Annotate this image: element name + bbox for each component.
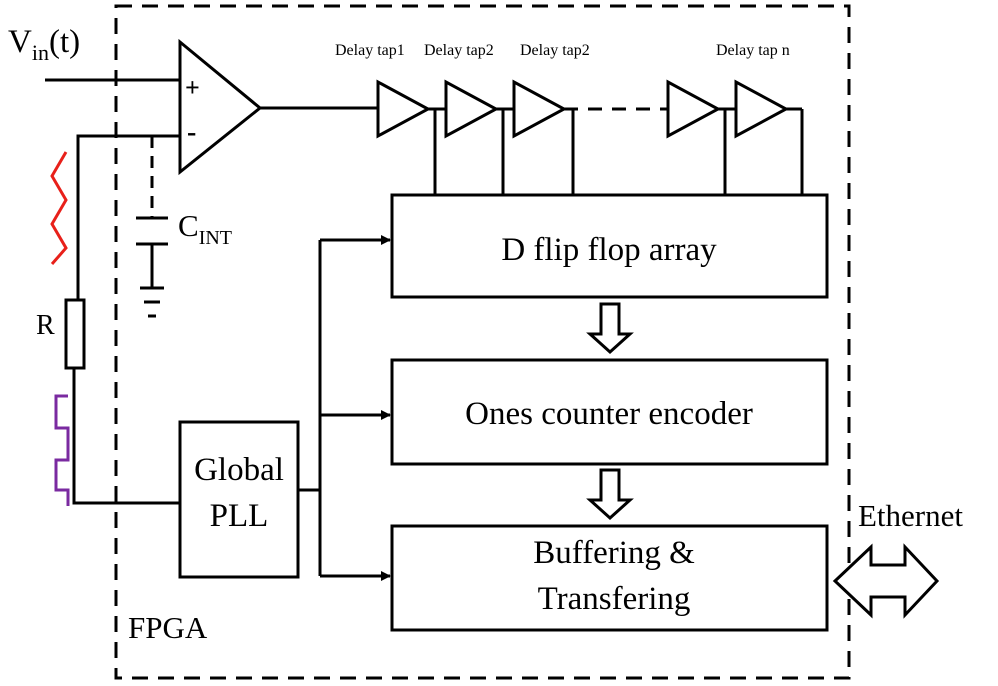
- pulse-waveform-icon: [54, 394, 70, 506]
- down-arrow-1-icon: [586, 302, 634, 355]
- feedback-wire: [76, 134, 180, 300]
- clock-distribution-wires: [298, 235, 391, 581]
- buffering-label-line2: Transfering: [538, 581, 691, 617]
- buffering-label-line1: Buffering &: [533, 535, 695, 571]
- delay-buffer-n: [734, 79, 790, 139]
- delay-buffer-1: [376, 79, 432, 139]
- delay-buffer-3: [512, 79, 568, 139]
- ethernet-label: Ethernet: [858, 498, 963, 533]
- fpga-label: FPGA: [128, 610, 208, 645]
- comparator-op-amp: [178, 38, 263, 176]
- ones-counter-label: Ones counter encoder: [465, 396, 753, 432]
- ground-icon: [140, 286, 164, 318]
- comparator-minus-sign: -: [187, 117, 196, 148]
- vin-label: Vin(t): [8, 24, 80, 65]
- down-arrow-2-icon: [586, 468, 634, 521]
- global-pll-label-line2: PLL: [210, 498, 269, 534]
- global-pll-label-line1: Global: [194, 452, 284, 488]
- delay-tap-label-2: Delay tap2: [424, 42, 494, 59]
- dff-array-label: D flip flop array: [501, 232, 717, 268]
- dff-array-block: [390, 193, 829, 299]
- ones-counter-block: [390, 358, 829, 466]
- delay-tap-label-3: Delay tap2: [520, 42, 590, 59]
- buffering-block: [390, 524, 829, 632]
- comparator-plus-sign: +: [185, 73, 200, 102]
- delay-tap-label-n: Delay tap n: [716, 42, 790, 59]
- delay-buffer-n-1: [666, 79, 722, 139]
- ramp-waveform-icon: [50, 151, 68, 265]
- fpga-boundary: [114, 4, 851, 680]
- delay-tap-label-1: Delay tap1: [335, 42, 405, 59]
- ethernet-bidirectional-arrow-icon: [832, 543, 940, 619]
- resistor-label: R: [36, 310, 55, 341]
- delay-chain-wires: [428, 107, 804, 195]
- global-pll-block: [178, 420, 300, 579]
- feedback-lower-wire: [72, 368, 180, 505]
- resistor: [64, 298, 86, 370]
- delay-buffer-2: [444, 79, 500, 139]
- cap-label: CINT: [178, 208, 232, 249]
